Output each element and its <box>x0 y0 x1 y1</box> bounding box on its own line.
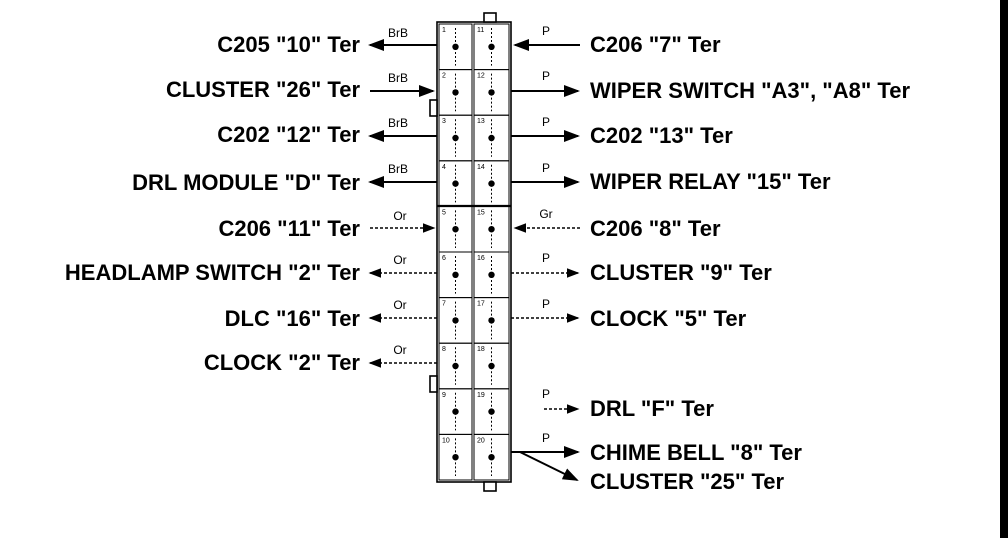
right-label-6: CLUSTER "9" Ter <box>590 260 772 285</box>
pin-number-6: 6 <box>442 255 446 262</box>
right-label-8: DRL "F" Ter <box>590 396 714 421</box>
pin-dot-15 <box>488 226 495 233</box>
pin-number-5: 5 <box>442 209 446 216</box>
left-label-6: HEADLAMP SWITCH "2" Ter <box>65 260 361 285</box>
pin-number-18: 18 <box>477 346 485 353</box>
pin-number-10: 10 <box>442 437 450 444</box>
right-wire-4: P <box>542 161 550 175</box>
pin-number-3: 3 <box>442 118 446 125</box>
pin-number-16: 16 <box>477 255 485 262</box>
right-label-5: C206 "8" Ter <box>590 216 721 241</box>
left-label-7: DLC "16" Ter <box>225 306 361 331</box>
pin-number-2: 2 <box>442 73 446 80</box>
left-wire-4: BrB <box>388 162 408 176</box>
pin-dot-6 <box>452 271 459 278</box>
pin-dot-1 <box>452 43 459 50</box>
right-wire-3: P <box>542 115 550 129</box>
pin-number-19: 19 <box>477 392 485 399</box>
left-wires <box>368 39 437 368</box>
right-wire-8: P <box>542 387 550 401</box>
right-wire-2: P <box>542 69 550 83</box>
right-label-1: C206 "7" Ter <box>590 32 721 57</box>
right-label-7: CLOCK "5" Ter <box>590 306 747 331</box>
left-wire-2: BrB <box>388 71 408 85</box>
right-wire-line-10 <box>519 451 579 481</box>
pin-dot-4 <box>452 180 459 187</box>
left-wire-1: BrB <box>388 26 408 40</box>
pin-number-17: 17 <box>477 301 485 308</box>
pin-dot-20 <box>488 454 495 461</box>
left-label-2: CLUSTER "26" Ter <box>166 77 360 102</box>
left-label-8: CLOCK "2" Ter <box>204 350 361 375</box>
pin-dot-18 <box>488 362 495 370</box>
right-label-2: WIPER SWITCH "A3", "A8" Ter <box>590 78 910 103</box>
left-wire-8: Or <box>393 343 406 357</box>
left-wire-colors: BrB BrB BrB BrB Or Or Or Or <box>388 26 408 357</box>
left-wire-7: Or <box>393 298 406 312</box>
pin-dot-8 <box>452 362 459 370</box>
left-label-4: DRL MODULE "D" Ter <box>132 170 360 195</box>
pin-number-9: 9 <box>442 392 446 399</box>
right-wires <box>511 39 580 481</box>
pin-dot-7 <box>452 317 459 324</box>
left-label-5: C206 "11" Ter <box>218 216 360 241</box>
pin-dot-2 <box>452 89 459 96</box>
pin-number-8: 8 <box>442 346 446 353</box>
pin-number-14: 14 <box>477 164 485 171</box>
pin-number-12: 12 <box>477 73 485 80</box>
pin-number-7: 7 <box>442 301 446 308</box>
right-edge-bar <box>1000 0 1008 538</box>
pin-number-1: 1 <box>442 27 446 34</box>
left-labels: C205 "10" Ter CLUSTER "26" Ter C202 "12"… <box>65 32 361 375</box>
left-wire-5: Or <box>393 209 406 223</box>
pin-dot-11 <box>488 43 495 50</box>
pin-dot-17 <box>488 317 495 324</box>
right-labels: C206 "7" Ter WIPER SWITCH "A3", "A8" Ter… <box>590 32 910 494</box>
right-wire-9: P <box>542 431 550 445</box>
pin-dot-9 <box>452 408 459 415</box>
right-wire-7: P <box>542 297 550 311</box>
right-label-4: WIPER RELAY "15" Ter <box>590 169 831 194</box>
pin-dot-16 <box>488 271 495 278</box>
right-label-3: C202 "13" Ter <box>590 123 733 148</box>
pin-number-13: 13 <box>477 118 485 125</box>
left-label-1: C205 "10" Ter <box>217 32 360 57</box>
cavity-10 <box>438 433 473 481</box>
cavity-20 <box>473 433 510 481</box>
pin-dot-13 <box>488 134 495 142</box>
left-wire-6: Or <box>393 253 406 267</box>
pin-number-20: 20 <box>477 437 485 444</box>
right-wire-6: P <box>542 251 550 265</box>
pin-number-11: 11 <box>477 27 484 34</box>
left-label-3: C202 "12" Ter <box>217 122 360 147</box>
right-label-10: CLUSTER "25" Ter <box>590 469 784 494</box>
right-wire-5: Gr <box>539 207 552 221</box>
left-wire-3: BrB <box>388 116 408 130</box>
pin-dot-3 <box>452 134 459 142</box>
pin-number-4: 4 <box>442 164 446 171</box>
right-wire-1: P <box>542 24 550 38</box>
pin-dot-10 <box>452 454 459 461</box>
pin-dot-12 <box>488 89 495 96</box>
pin-dot-5 <box>452 226 459 233</box>
right-label-9: CHIME BELL "8" Ter <box>590 440 802 465</box>
pin-dot-19 <box>488 408 495 415</box>
right-wire-colors: P P P P Gr P P P P <box>539 24 552 445</box>
pin-number-15: 15 <box>477 209 485 216</box>
pin-dot-14 <box>488 180 495 187</box>
